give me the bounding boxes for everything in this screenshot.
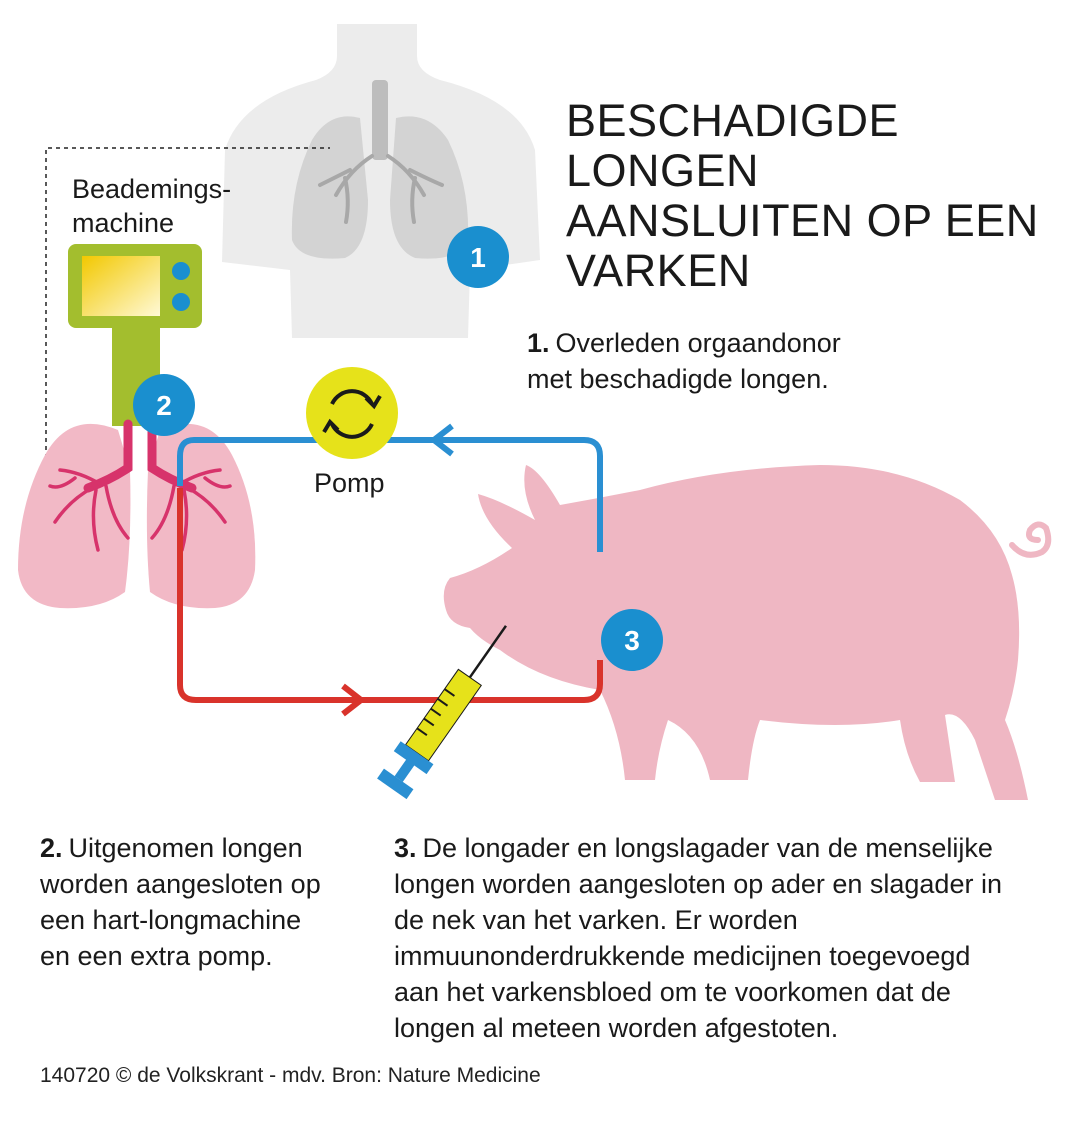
extracted-lungs	[18, 419, 256, 609]
badge-3-label: 3	[624, 625, 640, 656]
step-3-text: 3.De longader en longslagader van de men…	[394, 830, 1002, 1046]
title-line-3: VARKEN	[566, 245, 751, 296]
step-1-text: 1.Overleden orgaandonor met beschadigde …	[527, 325, 841, 397]
badge-1: 1	[447, 226, 509, 288]
badge-2-label: 2	[156, 390, 172, 421]
ventilator-label: Beademings- machine	[72, 172, 231, 240]
step-1-line-2: met beschadigde longen.	[527, 364, 829, 394]
step-3-number: 3.	[394, 833, 417, 863]
donor-lungs	[291, 80, 469, 259]
step-3-line-2: longen worden aangesloten op ader en sla…	[394, 869, 1002, 899]
step-2-text: 2.Uitgenomen longen worden aangesloten o…	[40, 830, 321, 974]
page-title: BESCHADIGDE LONGEN AANSLUITEN OP EEN VAR…	[566, 96, 1076, 296]
step-2-line-2: worden aangesloten op	[40, 869, 321, 899]
donor-torso-silhouette	[222, 24, 540, 338]
badge-2: 2	[133, 374, 195, 436]
badge-1-label: 1	[470, 242, 486, 273]
step-3-line-1: De longader en longslagader van de mense…	[422, 833, 993, 863]
step-1-line-1: Overleden orgaandonor	[555, 328, 841, 358]
step-3-line-6: longen al meteen worden afgestoten.	[394, 1013, 839, 1043]
step-2-line-1: Uitgenomen longen	[68, 833, 303, 863]
red-arrow-icon	[341, 683, 364, 717]
step-2-line-4: en een extra pomp.	[40, 941, 273, 971]
step-3-line-4: immuunonderdrukkende medicijnen toegevoe…	[394, 941, 971, 971]
badge-3: 3	[601, 609, 663, 671]
title-line-1: BESCHADIGDE LONGEN	[566, 95, 900, 196]
step-3-line-5: aan het varkensbloed om te voorkomen dat…	[394, 977, 951, 1007]
step-1-number: 1.	[527, 328, 550, 358]
credit-line: 140720 © de Volkskrant - mdv. Bron: Natu…	[40, 1064, 541, 1087]
blue-arrow-icon	[431, 423, 454, 457]
ventilator-label-line-1: Beademings-	[72, 174, 232, 204]
pump-label: Pomp	[314, 468, 385, 498]
ventilator-label-line-2: machine	[72, 208, 175, 238]
step-2-line-3: een hart-longmachine	[40, 905, 302, 935]
pig-silhouette	[443, 465, 1052, 800]
dashed-connector	[45, 147, 330, 466]
step-3-line-3: de nek van het varken. Er worden	[394, 905, 798, 935]
red-artery-line	[177, 488, 603, 703]
title-line-2: AANSLUITEN OP EEN	[566, 195, 1039, 246]
pump-icon	[306, 367, 398, 459]
syringe-icon	[377, 625, 507, 800]
step-2-number: 2.	[40, 833, 63, 863]
